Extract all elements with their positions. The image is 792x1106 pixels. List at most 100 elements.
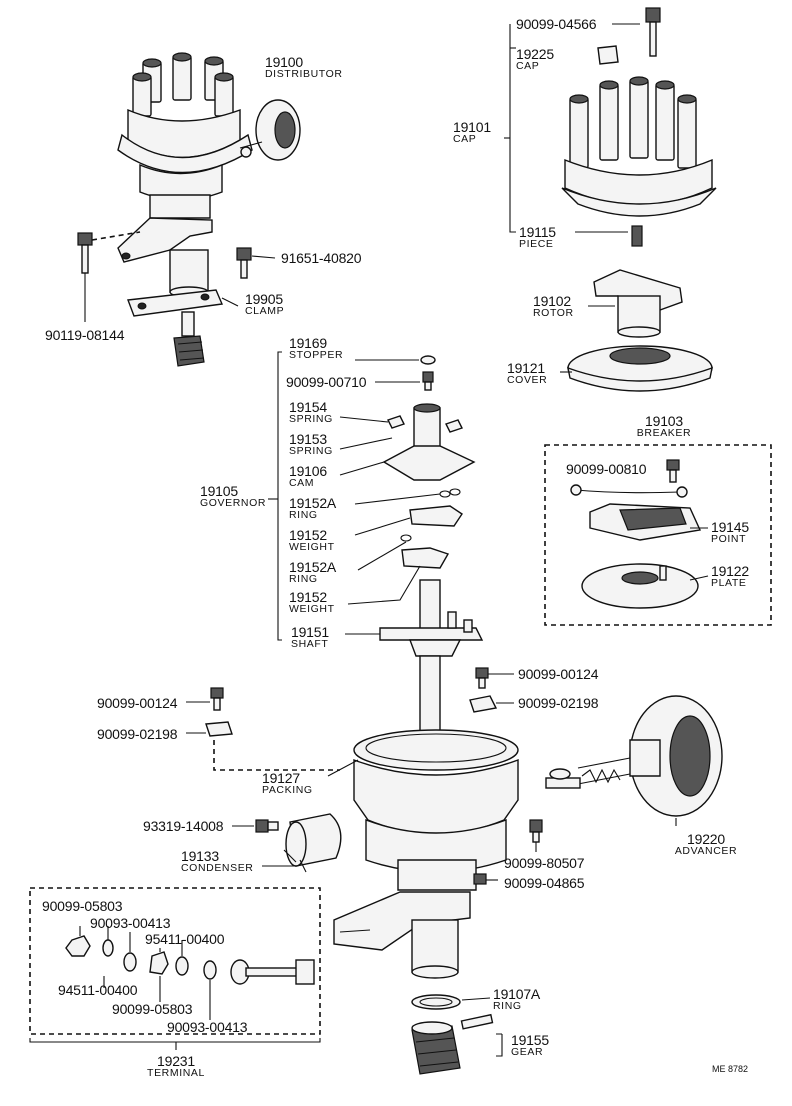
- part-number: 90099-00810: [566, 461, 647, 477]
- part-number: 90099-05803: [112, 1001, 193, 1017]
- label-weight-a: 19152 WEIGHT: [289, 528, 335, 553]
- diagram-code: ME 8782: [712, 1064, 749, 1074]
- label-advancer-bolt: 90099-80507: [504, 855, 585, 871]
- part-number: 19154: [289, 399, 327, 415]
- part-name: DISTRIBUTOR: [265, 68, 343, 80]
- part-name: WEIGHT: [289, 603, 335, 615]
- part-number: 19155: [511, 1032, 549, 1048]
- label-spring-a: 19154 SPRING: [289, 400, 333, 425]
- label-distributor: 19100 DISTRIBUTOR: [265, 55, 343, 80]
- label-spring-b: 19153 SPRING: [289, 432, 333, 457]
- label-clamp: 19905 CLAMP: [245, 292, 284, 317]
- leader-lines: [504, 24, 516, 233]
- part-name: ADVANCER: [674, 845, 738, 857]
- label-gear: 19155 GEAR: [511, 1033, 549, 1058]
- part-number: 19133: [181, 848, 219, 864]
- part-name: RING: [289, 509, 318, 521]
- label-screw-left: 90099-00124: [97, 696, 178, 710]
- part-name: WEIGHT: [289, 541, 335, 553]
- part-name: PIECE: [519, 238, 554, 250]
- label-insulator-b: 94511-00400: [58, 983, 137, 997]
- label-advancer: 19220 ADVANCER: [675, 832, 737, 857]
- part-name: CLAMP: [245, 305, 285, 317]
- label-weight-b: 19152 WEIGHT: [289, 590, 335, 615]
- part-number: 94511-00400: [58, 982, 138, 998]
- label-clip-left: 90099-02198: [97, 726, 178, 742]
- part-number: 91651-40820: [281, 250, 362, 266]
- rotor-illustration: [588, 269, 683, 338]
- label-bolt-clamp-left: 90119-08144: [45, 328, 124, 342]
- label-plate: 19122 PLATE: [711, 564, 749, 589]
- part-number: 90119-08144: [45, 327, 125, 343]
- label-washer-a: 90093-00413: [90, 916, 171, 930]
- advancer-illustration: [545, 695, 723, 826]
- part-number: 19231: [157, 1053, 195, 1069]
- label-condenser-bolt: 93319-14008: [143, 818, 224, 834]
- label-terminal: 19231 TERMINAL: [147, 1054, 205, 1079]
- label-packing: 19127 PACKING: [262, 771, 313, 796]
- label-clip-right: 90099-02198: [518, 695, 599, 711]
- housing-illustration: [333, 655, 519, 1075]
- label-washer-b: 90093-00413: [167, 1019, 248, 1035]
- terminal-box: [29, 887, 321, 1050]
- label-point: 19145 POINT: [711, 520, 749, 545]
- part-number: 19169: [289, 335, 327, 351]
- clamp-bolts-illustration: [77, 231, 276, 322]
- part-name: SPRING: [289, 445, 333, 457]
- part-number: 19115: [519, 224, 556, 240]
- part-number: 19103: [645, 413, 683, 429]
- part-name: RING: [289, 573, 318, 585]
- part-name: PLATE: [711, 577, 747, 589]
- part-number: 90099-80507: [504, 855, 585, 871]
- part-name: STOPPER: [289, 349, 344, 361]
- cap-illustration: [561, 7, 717, 247]
- part-number: 19151: [291, 624, 329, 640]
- housing-fasteners: [186, 667, 543, 885]
- part-number: 19127: [262, 770, 300, 786]
- part-number: 19121: [507, 360, 545, 376]
- part-number: 19100: [265, 54, 303, 70]
- part-number: 19106: [289, 463, 327, 479]
- part-number: 19153: [289, 431, 327, 447]
- part-number: 19145: [711, 519, 749, 535]
- label-piece: 19115 PIECE: [519, 225, 556, 250]
- part-name: SPRING: [289, 413, 333, 425]
- label-insulator-a: 95411-00400: [145, 932, 224, 946]
- label-bolt-clamp-right: 91651-40820: [281, 250, 362, 266]
- part-name: CONDENSER: [181, 862, 254, 874]
- part-number: 19105: [200, 483, 238, 499]
- part-name: CAP: [453, 133, 477, 145]
- part-number: 90099-00710: [286, 374, 367, 390]
- label-condenser: 19133 CONDENSER: [181, 849, 254, 874]
- label-governor: 19105 GOVERNOR: [200, 484, 266, 509]
- part-name: RING: [493, 1000, 522, 1012]
- part-number: 19152: [289, 527, 327, 543]
- part-number: 19152: [289, 589, 327, 605]
- label-stopper: 19169 STOPPER: [289, 336, 343, 361]
- label-breaker-screw: 90099-00810: [566, 461, 647, 477]
- label-screw-right: 90099-00124: [518, 667, 599, 681]
- label-nut-a: 90099-05803: [42, 899, 123, 913]
- part-name: BREAKER: [636, 427, 692, 439]
- part-number: 95411-00400: [145, 931, 225, 947]
- part-number: 19152A: [289, 559, 337, 575]
- part-name: SHAFT: [291, 638, 329, 650]
- part-name: CAM: [289, 477, 315, 489]
- label-rotor: 19102 ROTOR: [533, 294, 574, 319]
- part-number: 90093-00413: [167, 1019, 248, 1035]
- part-number: 90099-02198: [518, 695, 599, 711]
- part-name: GOVERNOR: [200, 497, 267, 509]
- part-number: 19225: [516, 46, 554, 62]
- part-number: 90099-02198: [97, 726, 178, 742]
- label-bolt-housing: 90099-04865: [504, 876, 585, 890]
- part-name: CAP: [516, 60, 540, 72]
- part-name: COVER: [507, 374, 548, 386]
- part-name: GEAR: [511, 1046, 544, 1058]
- part-number: 19220: [687, 831, 725, 847]
- label-ring-a: 19152A RING: [289, 496, 336, 521]
- label-stopper-screw: 90099-00710: [286, 374, 367, 390]
- distributor-illustration: [117, 52, 301, 367]
- part-number: 19101: [453, 119, 491, 135]
- part-number: 93319-14008: [143, 818, 224, 834]
